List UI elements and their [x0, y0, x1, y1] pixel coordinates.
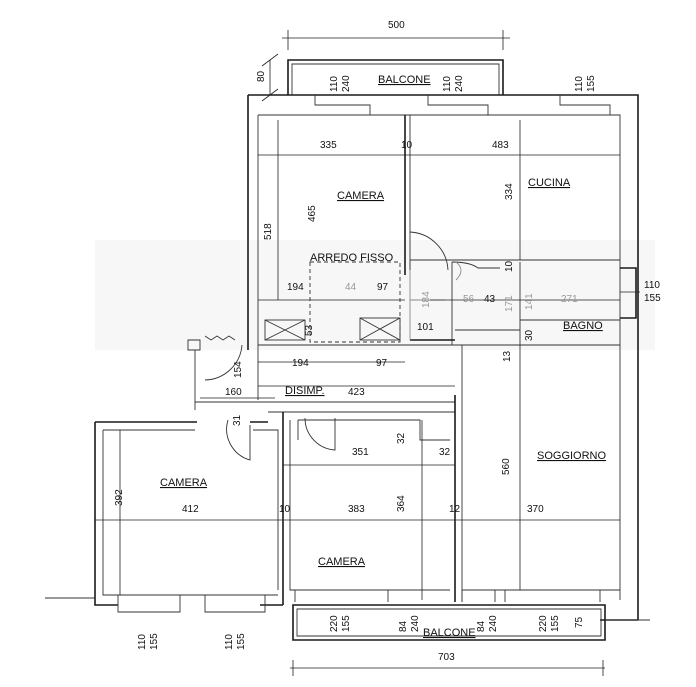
dim-97b: 97 — [376, 358, 388, 369]
dim-bw240b: 240 — [488, 615, 499, 632]
dim-271: 271 — [561, 294, 578, 305]
dim-44: 44 — [345, 282, 357, 293]
dim-240a: 240 — [341, 75, 352, 92]
walls — [45, 59, 650, 641]
dim-351: 351 — [352, 447, 369, 458]
room-balcone-bottom: BALCONE — [423, 627, 476, 639]
room-labels: BALCONE CAMERA CUCINA ARREDO FISSO BAGNO… — [160, 74, 607, 639]
dim-56: 56 — [463, 294, 475, 305]
dim-160: 160 — [225, 387, 242, 398]
dim-465: 465 — [307, 205, 318, 222]
dim-184: 184 — [421, 291, 432, 308]
dim-43: 43 — [484, 294, 496, 305]
dim-194b: 194 — [292, 358, 309, 369]
room-camera-top: CAMERA — [337, 190, 385, 202]
dim-110a: 110 — [329, 76, 340, 92]
dim-13: 13 — [502, 350, 513, 362]
dim-110c: 110 — [574, 76, 585, 92]
dim-53: 53 — [304, 324, 315, 336]
room-balcone-top: BALCONE — [378, 74, 431, 86]
dim-110b: 110 — [442, 76, 453, 92]
dim-32b: 32 — [439, 447, 451, 458]
dim-703: 703 — [438, 652, 455, 663]
dim-bw220a: 220 — [329, 615, 340, 632]
dim-334: 334 — [504, 183, 515, 200]
dim-10b: 10 — [504, 260, 515, 272]
fixed-furniture — [264, 261, 500, 343]
dim-364: 364 — [396, 495, 407, 512]
dim-bw155b: 155 — [236, 633, 247, 650]
dim-97a: 97 — [377, 282, 389, 293]
dim-500: 500 — [388, 20, 405, 31]
dim-bw220b: 220 — [538, 615, 549, 632]
dim-155c: 155 — [586, 75, 597, 92]
doors — [204, 231, 449, 461]
dim-10c: 10 — [279, 504, 291, 515]
dim-12: 12 — [449, 504, 461, 515]
room-arredo-fisso: ARREDO FISSO — [310, 252, 394, 264]
dim-423: 423 — [348, 387, 365, 398]
dim-31: 31 — [232, 414, 243, 426]
room-camera-bottom: CAMERA — [318, 556, 366, 568]
dim-bw84b: 84 — [476, 620, 487, 632]
dim-370: 370 — [527, 504, 544, 515]
dim-518: 518 — [263, 223, 274, 240]
dim-335: 335 — [320, 140, 337, 151]
dimension-lines — [95, 30, 640, 676]
dim-80: 80 — [256, 70, 267, 82]
dimension-labels: 500 80 110 240 110 240 110 155 335 10 48… — [114, 20, 661, 663]
room-bagno: BAGNO — [563, 320, 603, 332]
room-camera-left: CAMERA — [160, 477, 208, 489]
dim-bw155d: 155 — [550, 615, 561, 632]
room-disimp: DISIMP. — [285, 385, 325, 397]
dim-560: 560 — [501, 458, 512, 475]
room-cucina: CUCINA — [528, 177, 571, 189]
dim-bw110b: 110 — [224, 634, 235, 650]
room-soggiorno: SOGGIORNO — [537, 450, 607, 462]
dim-240b: 240 — [454, 75, 465, 92]
dim-bw84a: 84 — [398, 620, 409, 632]
dim-bw240a: 240 — [410, 615, 421, 632]
dim-483: 483 — [492, 140, 509, 151]
dim-32a: 32 — [396, 432, 407, 444]
dim-bw155c: 155 — [341, 615, 352, 632]
dim-bw110a: 110 — [137, 634, 148, 650]
dim-155r: 155 — [644, 293, 661, 304]
dim-bw75: 75 — [574, 616, 585, 628]
dim-30: 30 — [524, 329, 535, 341]
dim-383: 383 — [348, 504, 365, 515]
dim-10a: 10 — [401, 140, 413, 151]
dim-141: 141 — [524, 293, 535, 310]
dim-bw155a: 155 — [149, 633, 160, 650]
dim-392: 392 — [114, 489, 125, 506]
dim-101: 101 — [417, 322, 434, 333]
dim-171: 171 — [504, 295, 515, 312]
dim-154: 154 — [233, 361, 244, 378]
dim-110r: 110 — [644, 280, 660, 291]
dim-194a: 194 — [287, 282, 304, 293]
dim-412: 412 — [182, 504, 199, 515]
